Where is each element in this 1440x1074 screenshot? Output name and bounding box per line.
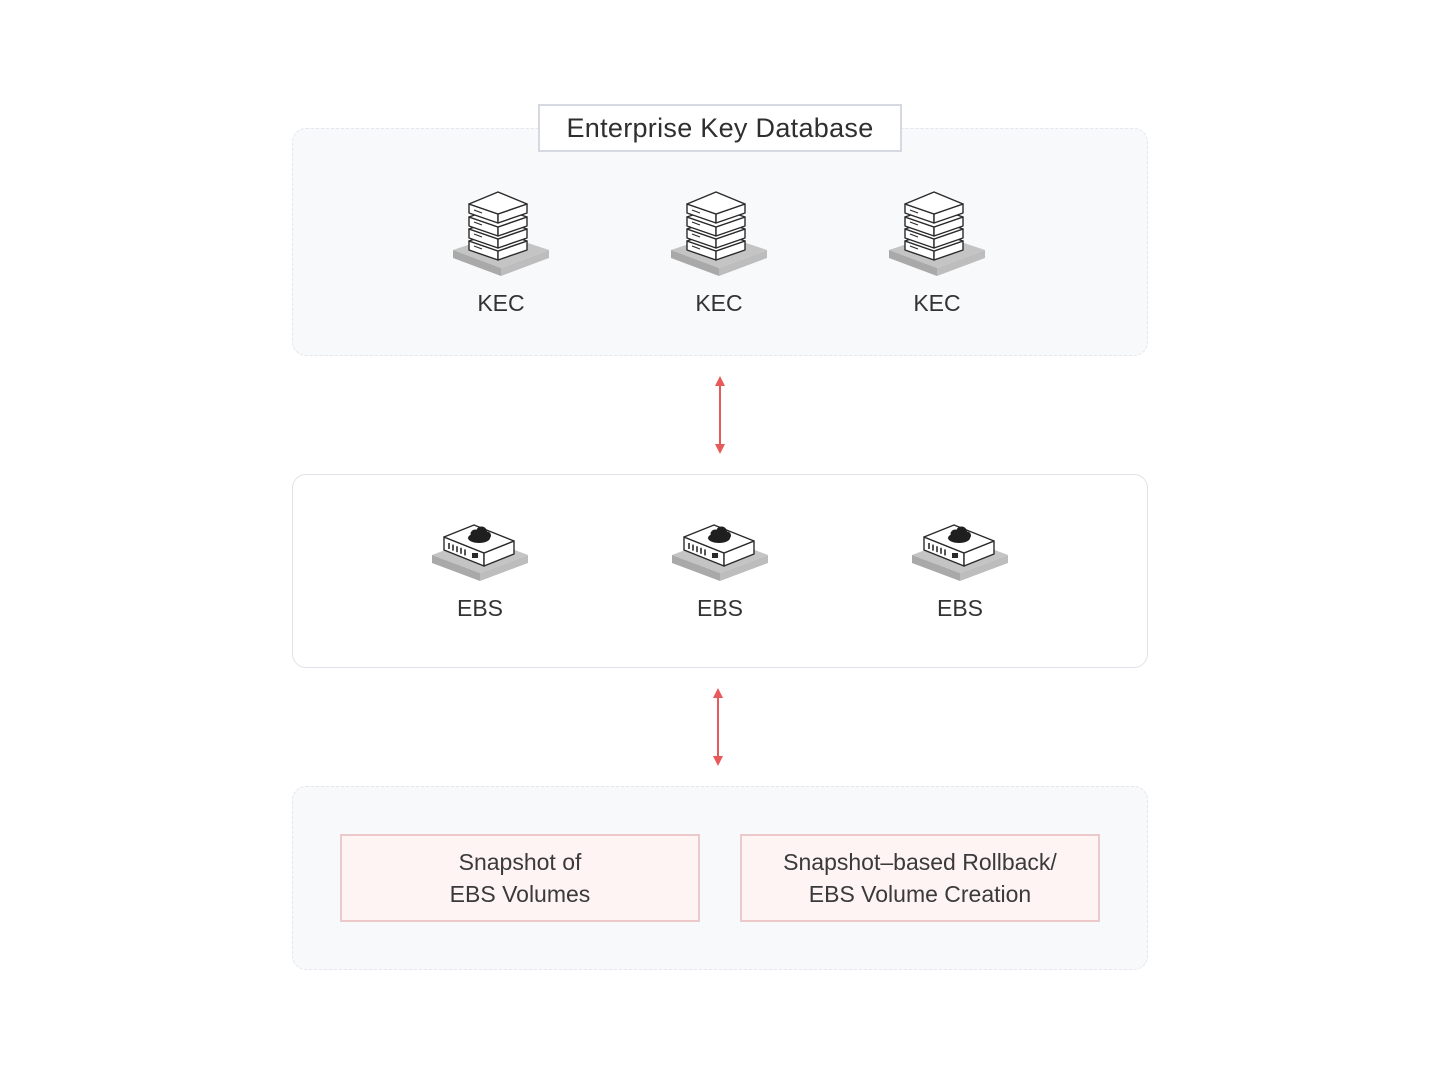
ebs-node-2: EBS — [660, 513, 780, 620]
rollback-box: Snapshot–based Rollback/ EBS Volume Crea… — [740, 834, 1100, 922]
server-stack-icon — [451, 188, 551, 278]
server-stack-icon — [669, 188, 769, 278]
cloud-storage-device-icon — [670, 513, 770, 583]
ebs-node-3: EBS — [900, 513, 1020, 620]
ebs-node-label: EBS — [456, 595, 504, 621]
kec-node-2: KEC — [659, 188, 779, 315]
snapshot-box-line-1: Snapshot of — [458, 849, 582, 875]
cloud-storage-device-icon — [910, 513, 1010, 583]
server-stack-icon — [887, 188, 987, 278]
kec-node-label: KEC — [477, 290, 525, 316]
bidirectional-arrow-icon — [715, 376, 725, 454]
kec-node-label: KEC — [695, 290, 743, 316]
cloud-storage-device-icon — [430, 513, 530, 583]
kec-group-title: Enterprise Key Database — [538, 104, 902, 152]
ebs-node-label: EBS — [936, 595, 984, 621]
rollback-box-line-2: EBS Volume Creation — [808, 881, 1032, 907]
snapshot-box: Snapshot of EBS Volumes — [340, 834, 700, 922]
kec-node-3: KEC — [877, 188, 997, 315]
bidirectional-arrow-icon — [713, 688, 723, 766]
snapshot-box-line-2: EBS Volumes — [449, 881, 591, 907]
ebs-node-label: EBS — [696, 595, 744, 621]
kec-node-1: KEC — [441, 188, 561, 315]
rollback-box-line-1: Snapshot–based Rollback/ — [783, 849, 1057, 875]
kec-node-label: KEC — [913, 290, 961, 316]
ebs-node-1: EBS — [420, 513, 540, 620]
